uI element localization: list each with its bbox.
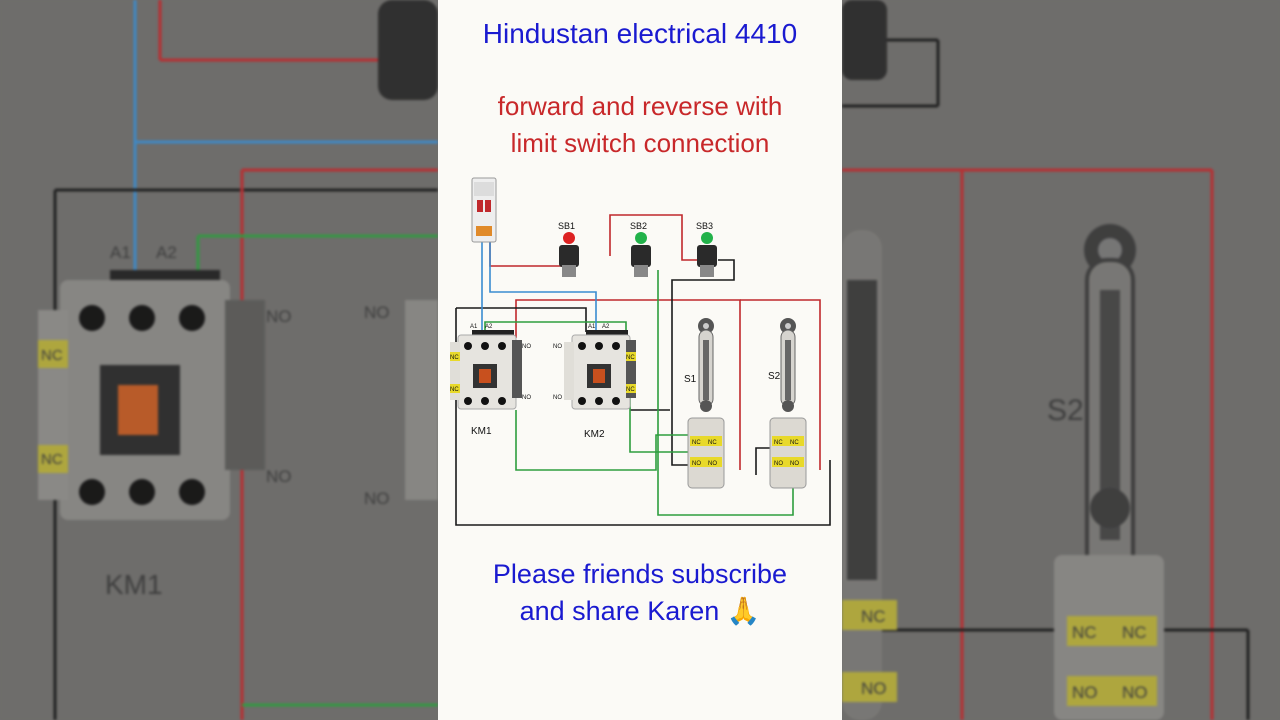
wiring-diagram: SB1 SB2 SB3 [450,177,831,526]
wire-green-loop [515,410,693,471]
contactor-km1: A1 A2 NC NC NO NO KM1 [450,324,531,437]
bg-left-a1-label: A1 [110,243,131,262]
bg-left-nc-label-top: NC [41,347,63,364]
bg-right-nc-label-2: NC [1072,623,1097,642]
wire-green-km2 [629,385,688,453]
mcb-breaker [471,177,497,243]
km2-a2-label: A2 [602,324,610,330]
background-left-diagram: A1 A2 NC NC NO NO NO NO KM1 [0,0,438,720]
bg-right-nc-label-1: NC [861,607,886,626]
bg-left-no-label-4: NO [364,489,390,508]
bg-right-s2-label: S2 [1047,394,1084,427]
km2-no-bottom-label: NO [553,395,562,401]
s2-label: S2 [768,371,781,382]
subscribe-message: Please friends subscribe and share Karen… [438,556,842,630]
subtitle-line-1: forward and reverse with [497,91,783,121]
wire-blue-km2 [489,242,597,330]
limit-switch-s1: NC NC NO NO S1 [684,318,725,489]
km1-a1-label: A1 [470,324,478,330]
content-panel: Hindustan electrical 4410 forward and re… [438,0,842,720]
bg-left-no-label-1: NO [266,307,292,326]
limit-switch-s2: NC NC NO NO S2 [768,318,807,489]
sb2-label: SB2 [630,221,647,231]
km1-label: KM1 [471,426,492,437]
bg-left-no-label-2: NO [266,467,292,486]
km2-no-top-label: NO [553,344,562,350]
pushbutton-sb1: SB1 [558,221,579,277]
km1-no-bottom-label: NO [522,395,531,401]
s2-nc-right-label: NC [790,440,799,446]
km2-label: KM2 [584,429,605,440]
bg-left-a2-label: A2 [156,243,177,262]
channel-title: Hindustan electrical 4410 [482,18,798,49]
wire-red-sb2-top [609,214,700,261]
s2-no-right-label: NO [790,461,799,467]
km1-nc-bottom-label: NC [450,387,459,393]
wire-black-sb3 [671,259,735,466]
wire-red-right [740,299,821,470]
km1-no-top-label: NO [522,344,531,350]
footer-line-2: and share Karen 🙏 [519,596,761,626]
s2-no-left-label: NO [774,461,783,467]
s1-no-left-label: NO [692,461,701,467]
bg-right-no-label-3: NO [1122,683,1148,702]
bg-right-no-label-2: NO [1072,683,1098,702]
km2-nc-top-label: NC [626,355,635,361]
wire-green-sb2 [657,270,794,516]
wire-black-top [456,307,587,332]
s1-no-right-label: NO [708,461,717,467]
km2-nc-bottom-label: NC [626,387,635,393]
contactor-km2: A1 A2 NO NO NC NC KM2 [553,324,636,440]
diagram-subtitle: forward and reverse with limit switch co… [448,88,832,162]
bg-right-no-label-1: NO [861,679,887,698]
wire-black-outer [455,308,831,526]
pushbutton-sb3: SB3 [696,221,717,277]
km2-a1-label: A1 [588,324,596,330]
bg-right-nc-label-3: NC [1122,623,1147,642]
background-right: S2 NC NO NC NC NO NO [842,0,1280,720]
wires [455,214,831,526]
pushbutton-sb2: SB2 [630,221,651,277]
s2-nc-left-label: NC [774,440,783,446]
background-left: A1 A2 NC NC NO NO NO NO KM1 [0,0,438,720]
bg-left-km1-label: KM1 [105,569,163,600]
subtitle-line-2: limit switch connection [510,128,770,158]
wire-red-mcb-sb1 [489,240,568,267]
s1-nc-right-label: NC [708,440,717,446]
sb3-label: SB3 [696,221,713,231]
wire-red-bus [515,299,741,470]
bg-left-nc-label-bottom: NC [41,451,63,468]
sb1-label: SB1 [558,221,575,231]
km1-a2-label: A2 [485,324,493,330]
s1-nc-left-label: NC [692,440,701,446]
s1-label: S1 [684,374,697,385]
bg-left-no-label-3: NO [364,303,390,322]
footer-line-1: Please friends subscribe [492,559,788,589]
km1-nc-top-label: NC [450,355,459,361]
background-right-diagram: S2 NC NO NC NC NO NO [842,0,1280,720]
